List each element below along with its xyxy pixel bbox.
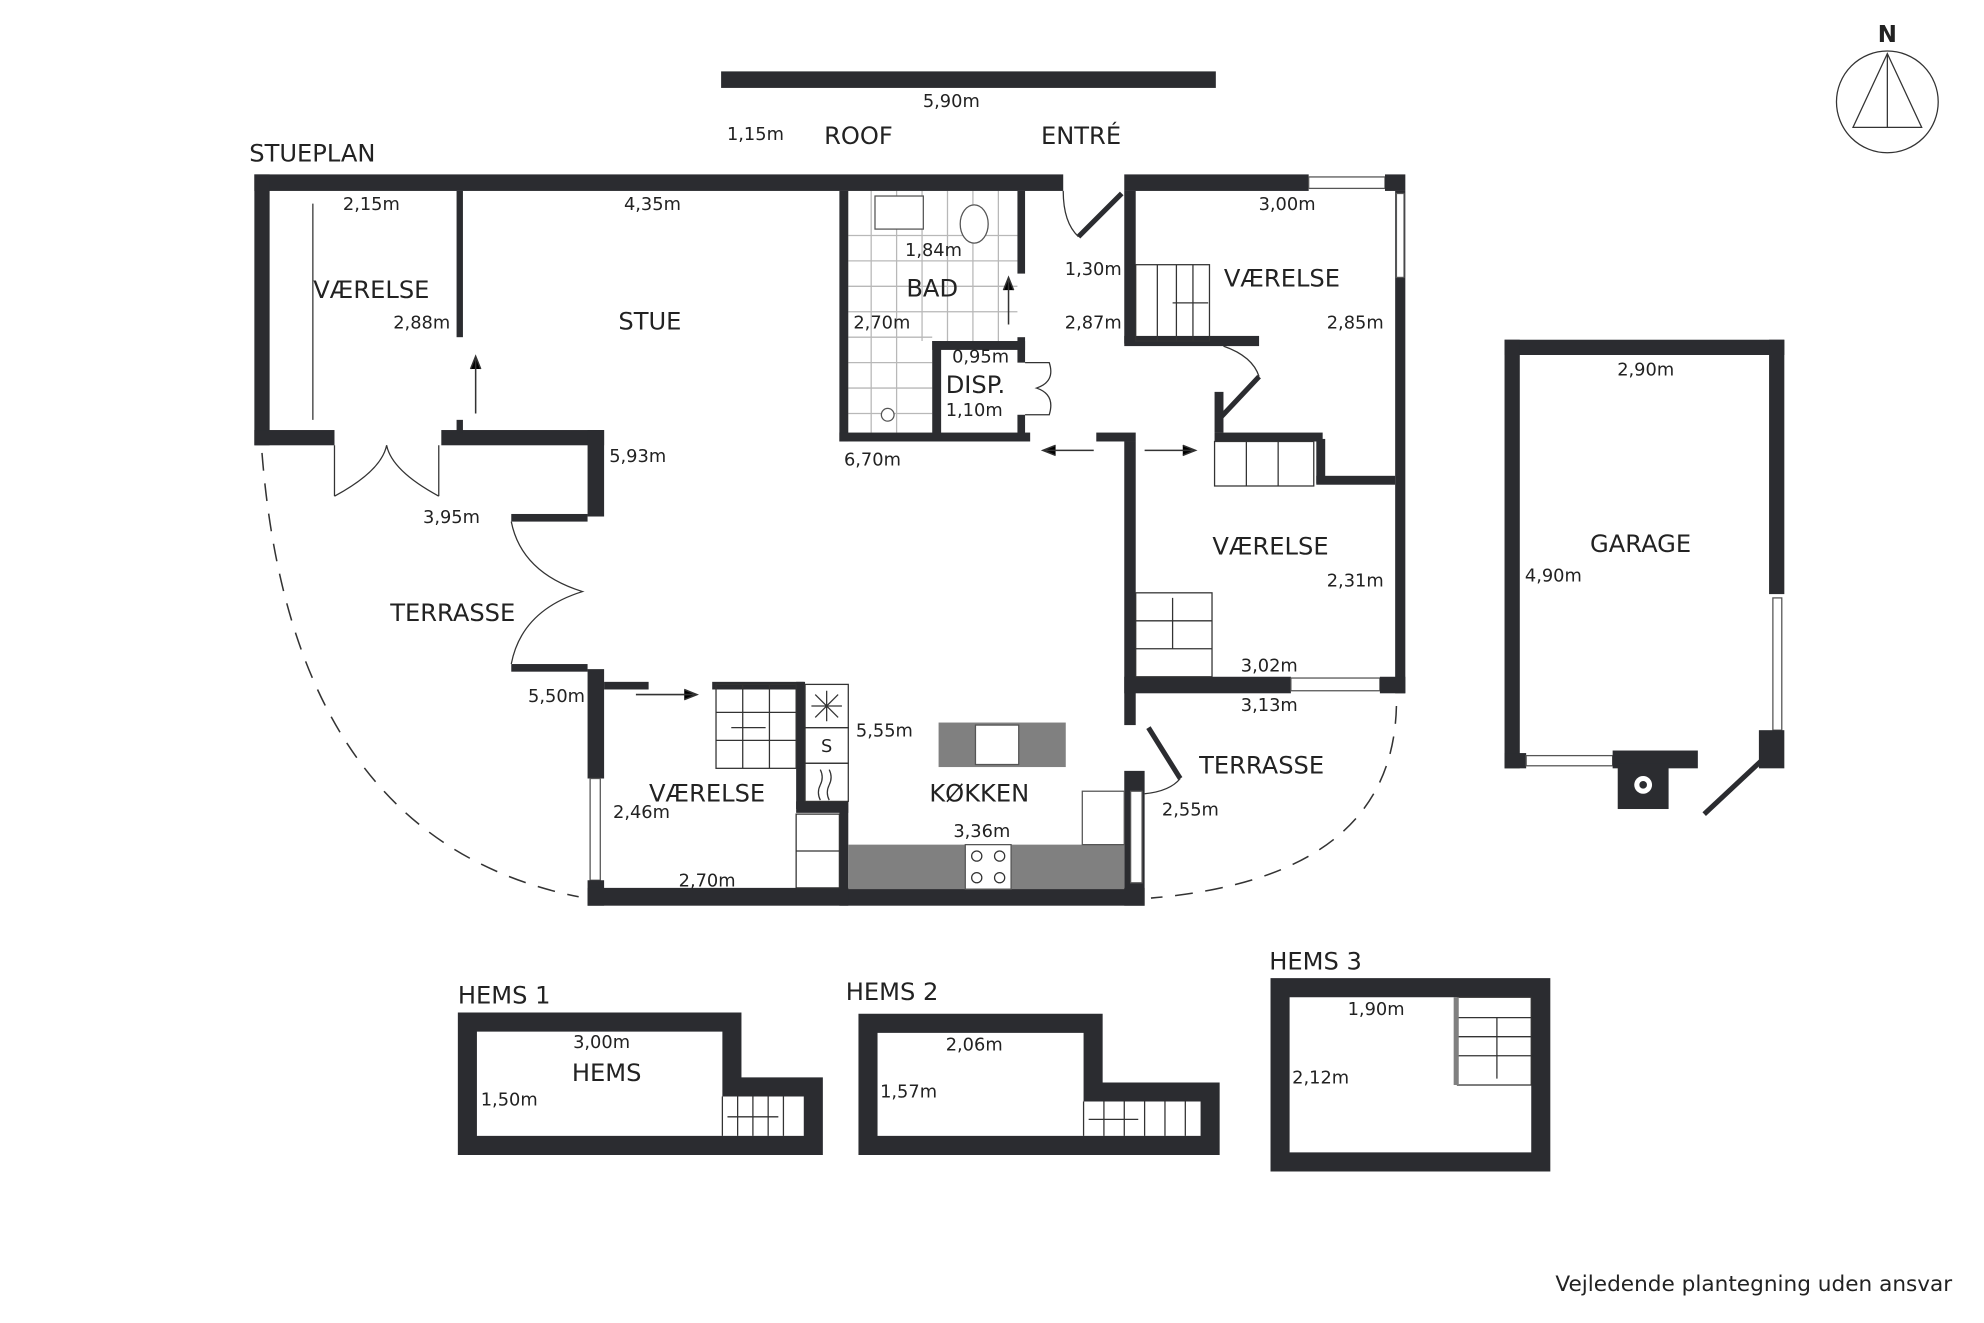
room-label-disp: DISP. [946, 371, 1006, 399]
dim: 2,85m [1327, 312, 1384, 333]
dim: 3,36m [953, 821, 1010, 842]
room-label-terrasse-w: TERRASSE [389, 599, 515, 627]
heater-icon [804, 762, 849, 803]
dim: 2,06m [946, 1035, 1003, 1056]
dim: 2,70m [853, 312, 910, 333]
hems-3 [1270, 978, 1551, 1172]
compass-circle [1835, 50, 1939, 154]
dim: 1,57m [880, 1082, 937, 1103]
dim: 3,00m [1259, 194, 1316, 215]
terrace-outline-west [261, 452, 579, 898]
dim: 1,30m [1065, 259, 1122, 280]
dim: 1,50m [481, 1089, 538, 1110]
dim: 2,88m [393, 312, 450, 333]
floor-label: STUEPLAN [249, 140, 375, 168]
compass: N [1835, 22, 1939, 154]
room-label-stue: STUE [618, 308, 681, 336]
storage-s-label: S [821, 736, 832, 757]
kitchen-fixtures [848, 722, 1125, 890]
room-label-garage: GARAGE [1590, 530, 1691, 558]
disclaimer: Vejledende plantegning uden ansvar [1555, 1272, 1952, 1297]
dim: 5,50m [528, 686, 585, 707]
dim: 4,35m [624, 194, 681, 215]
sink-icon [874, 195, 924, 230]
dim: 3,13m [1241, 695, 1298, 716]
room-label-kokken: KØKKEN [929, 779, 1029, 807]
dim: 1,10m [946, 400, 1003, 421]
roof-width: 5,90m [923, 91, 980, 112]
hems-1-title: HEMS 1 [458, 982, 551, 1010]
dim: 2,70m [679, 871, 736, 892]
dishwasher-icon [1081, 790, 1125, 846]
dim: 2,55m [1162, 799, 1219, 820]
hems-2 [858, 1013, 1220, 1155]
dim: 2,15m [343, 194, 400, 215]
stove-icon [964, 844, 1012, 890]
compass-label: N [1878, 22, 1897, 48]
stairs [715, 264, 1315, 889]
hems-2-title: HEMS 2 [846, 978, 939, 1006]
garage [1504, 339, 1785, 810]
dim: 2,90m [1617, 359, 1674, 380]
dim: 2,46m [613, 802, 670, 823]
dim: 4,90m [1525, 565, 1582, 586]
hems-1 [457, 1012, 823, 1155]
dim: 1,90m [1348, 999, 1405, 1020]
room-label-vaerelse-s: VÆRELSE [649, 779, 765, 807]
room-label-terrasse-e: TERRASSE [1198, 751, 1324, 779]
dim: 5,55m [856, 721, 913, 742]
room-label-vaerelse-e: VÆRELSE [1212, 533, 1328, 561]
toilet-icon [959, 204, 989, 244]
walls [254, 174, 1406, 906]
room-label-vaerelse-ne: VÆRELSE [1224, 264, 1340, 292]
hems-1-label: HEMS [572, 1059, 642, 1087]
kitchen-sink-icon [974, 724, 1020, 766]
dim: 3,00m [573, 1032, 630, 1053]
dim: 3,02m [1241, 656, 1298, 677]
dim: 1,84m [905, 240, 962, 261]
room-label-bad: BAD [906, 274, 958, 302]
roof-bar [721, 71, 1216, 88]
dim: 0,95m [952, 347, 1009, 368]
terrace-outline-east [1150, 705, 1398, 899]
dim: 2,12m [1292, 1068, 1349, 1089]
roof-depth: 1,15m [727, 124, 784, 145]
labels: STUEPLAN 5,90m 1,15m ROOF ENTRÉ 2,15m VÆ… [249, 91, 1952, 1297]
dim: 2,31m [1327, 570, 1384, 591]
roof-label: ROOF [824, 122, 893, 150]
arrows [469, 275, 1198, 701]
dim: 5,93m [609, 446, 666, 467]
bathroom-tiles [848, 190, 1018, 433]
room-label-vaerelse-nw: VÆRELSE [313, 276, 429, 304]
hems-3-title: HEMS 3 [1269, 947, 1362, 975]
doors [312, 190, 1764, 816]
dim: 6,70m [844, 450, 901, 471]
dim: 2,87m [1065, 312, 1122, 333]
entre-label: ENTRÉ [1041, 121, 1121, 150]
shower-drain-icon [880, 407, 895, 422]
dim: 3,95m [423, 507, 480, 528]
